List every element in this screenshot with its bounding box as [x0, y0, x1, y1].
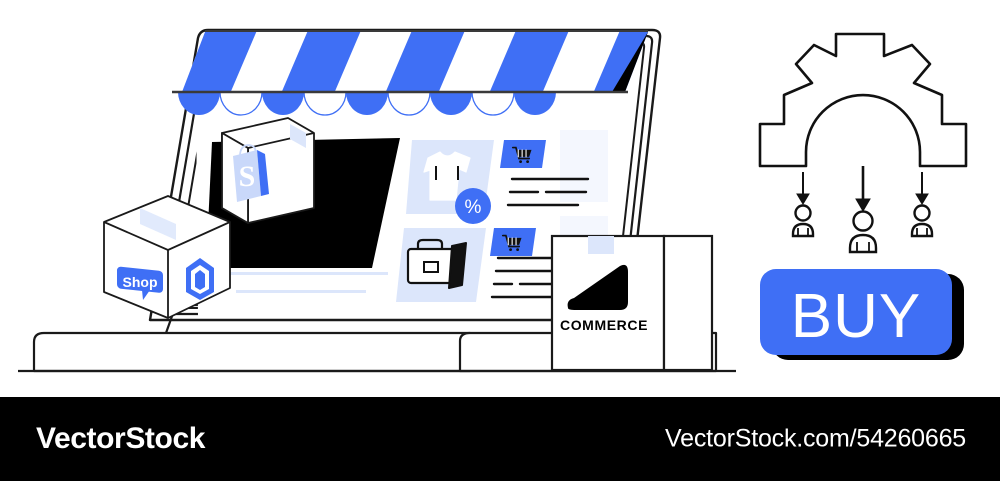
buy-button[interactable]: BUY — [760, 269, 964, 360]
discount-badge[interactable] — [455, 188, 491, 224]
watermark-footer: VectorStock VectorStock.com/54260665 — [0, 397, 1000, 481]
buy-button-label: BUY — [791, 282, 921, 351]
half-gear-icon — [758, 32, 968, 168]
arrow-center — [855, 166, 871, 212]
commerce-box-label: COMMERCE — [560, 317, 648, 333]
box-shopping-bag: S — [221, 117, 315, 224]
product-card-tshirt[interactable]: % — [406, 140, 494, 224]
svg-text:S: S — [239, 160, 256, 193]
awning-scallops — [178, 91, 556, 116]
person-right — [910, 204, 934, 238]
arrow-left — [796, 172, 810, 205]
box-shop: Shop — [103, 195, 231, 319]
box-commerce: COMMERCE — [550, 234, 714, 372]
commerce-sail-logo — [567, 264, 628, 310]
shopping-bag-s-icon: S — [233, 144, 269, 202]
gear-people — [791, 204, 934, 254]
svg-text:%: % — [465, 197, 482, 218]
cart-button-1[interactable] — [500, 140, 546, 168]
vectorstock-url: VectorStock.com/54260665 — [665, 424, 966, 453]
person-left — [791, 204, 815, 238]
shop-store-icon — [186, 258, 214, 300]
vectorstock-brand: VectorStock — [36, 422, 206, 455]
arrow-right — [915, 172, 929, 205]
cart-button-2[interactable] — [490, 228, 536, 256]
striped-awning — [172, 30, 648, 116]
buy-button-face[interactable] — [760, 269, 952, 355]
gear-arrows — [796, 166, 929, 212]
product-card-briefcase[interactable] — [396, 228, 486, 302]
listing-text-block-1 — [506, 177, 590, 207]
screen-pale-rules — [228, 272, 388, 293]
shop-speech-bubble: Shop — [117, 266, 163, 300]
gear-people-group — [758, 32, 968, 254]
illustration-canvas: % — [18, 28, 968, 373]
shop-box-label: Shop — [123, 274, 158, 290]
person-center — [848, 210, 878, 254]
